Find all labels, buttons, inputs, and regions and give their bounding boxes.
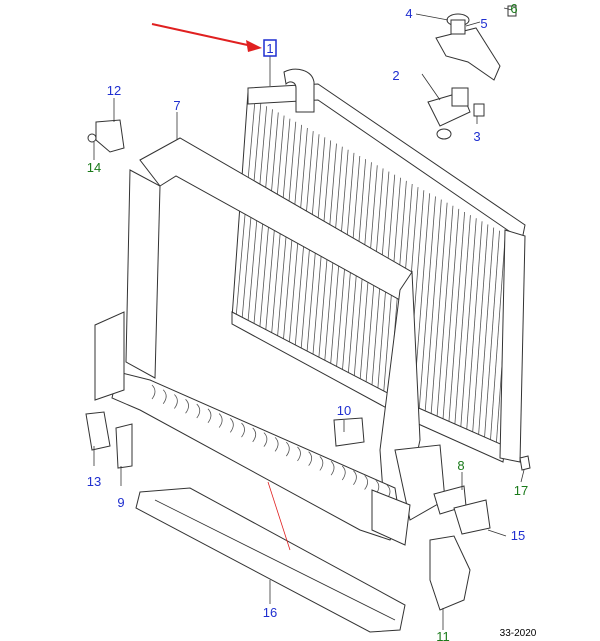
highlight-box (263, 39, 277, 57)
leader-lines (93, 7, 525, 630)
callout-7[interactable]: 7 (173, 98, 180, 113)
callout-10[interactable]: 10 (337, 403, 351, 418)
callout-16[interactable]: 16 (263, 605, 277, 620)
callout-8[interactable]: 8 (457, 458, 464, 473)
upper-mount-assembly (427, 5, 517, 140)
air-deflector (135, 487, 406, 633)
small-brackets (85, 119, 531, 611)
figure-code: 33-2020 (500, 628, 537, 639)
callout-11[interactable]: 11 (436, 629, 450, 641)
callout-5[interactable]: 5 (480, 16, 487, 31)
callout-1[interactable]: 1 (266, 41, 273, 56)
callout-6[interactable]: 6 (510, 1, 517, 16)
callout-12[interactable]: 12 (107, 83, 121, 98)
red-pointer-arrow (151, 23, 262, 52)
callout-labels: 1 2 3 4 5 6 7 8 9 10 11 12 13 14 15 16 1… (87, 1, 528, 641)
callout-9[interactable]: 9 (117, 495, 124, 510)
callout-14[interactable]: 14 (87, 160, 101, 175)
callout-3[interactable]: 3 (473, 129, 480, 144)
callout-13[interactable]: 13 (87, 474, 101, 489)
callout-2[interactable]: 2 (392, 68, 399, 83)
shroud-grille (151, 384, 391, 500)
callout-4[interactable]: 4 (405, 6, 412, 21)
callout-15[interactable]: 15 (511, 528, 525, 543)
callout-17[interactable]: 17 (514, 483, 528, 498)
radiator-shroud (94, 137, 446, 546)
